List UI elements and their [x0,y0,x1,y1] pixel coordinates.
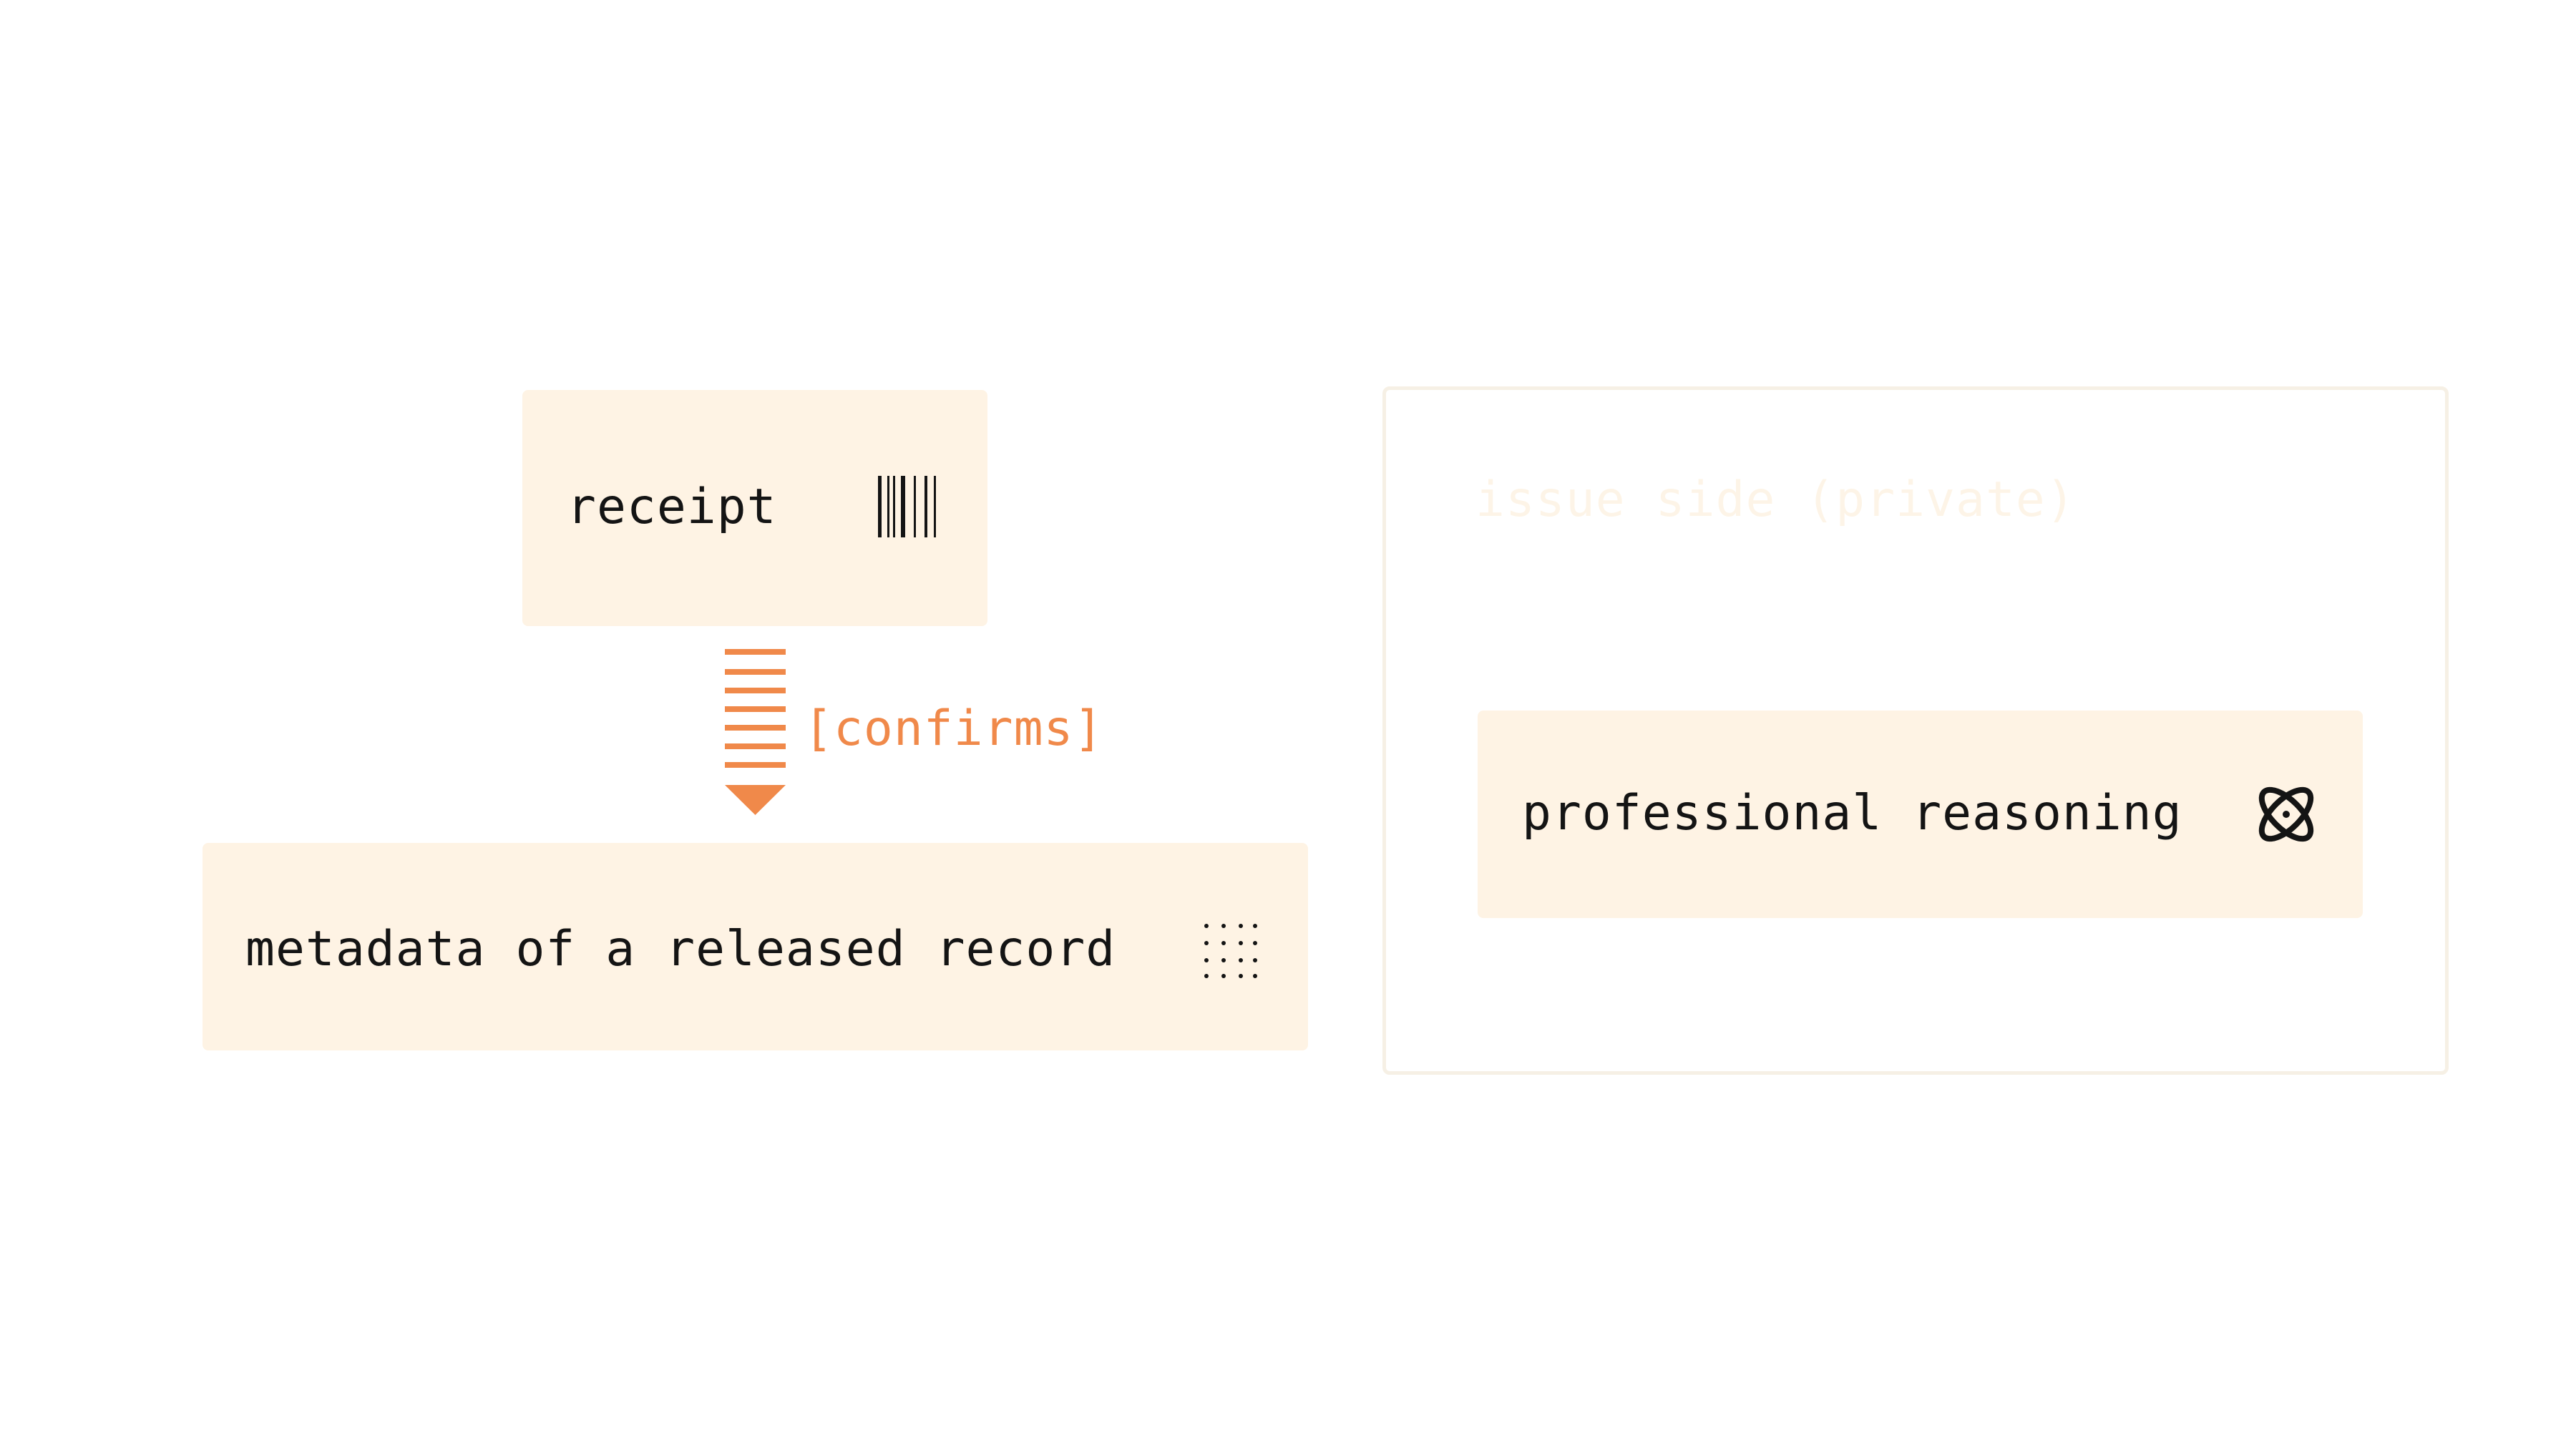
issue-side-panel: issue side (private) professional reason… [1382,386,2449,1075]
receipt-label: receipt [567,479,777,535]
dot-grid-icon [1204,924,1257,978]
confirms-arrow [725,649,786,815]
metadata-node: metadata of a released record [203,843,1308,1050]
confirms-label: [confirms] [804,701,1104,757]
barcode-icon [878,476,936,537]
panel-title: issue side (private) [1475,472,2076,528]
atom-icon [2258,786,2314,842]
receipt-node: receipt [522,390,987,626]
metadata-label: metadata of a released record [245,921,1116,977]
reasoning-node: professional reasoning [1478,711,2363,918]
reasoning-label: professional reasoning [1522,785,2182,841]
